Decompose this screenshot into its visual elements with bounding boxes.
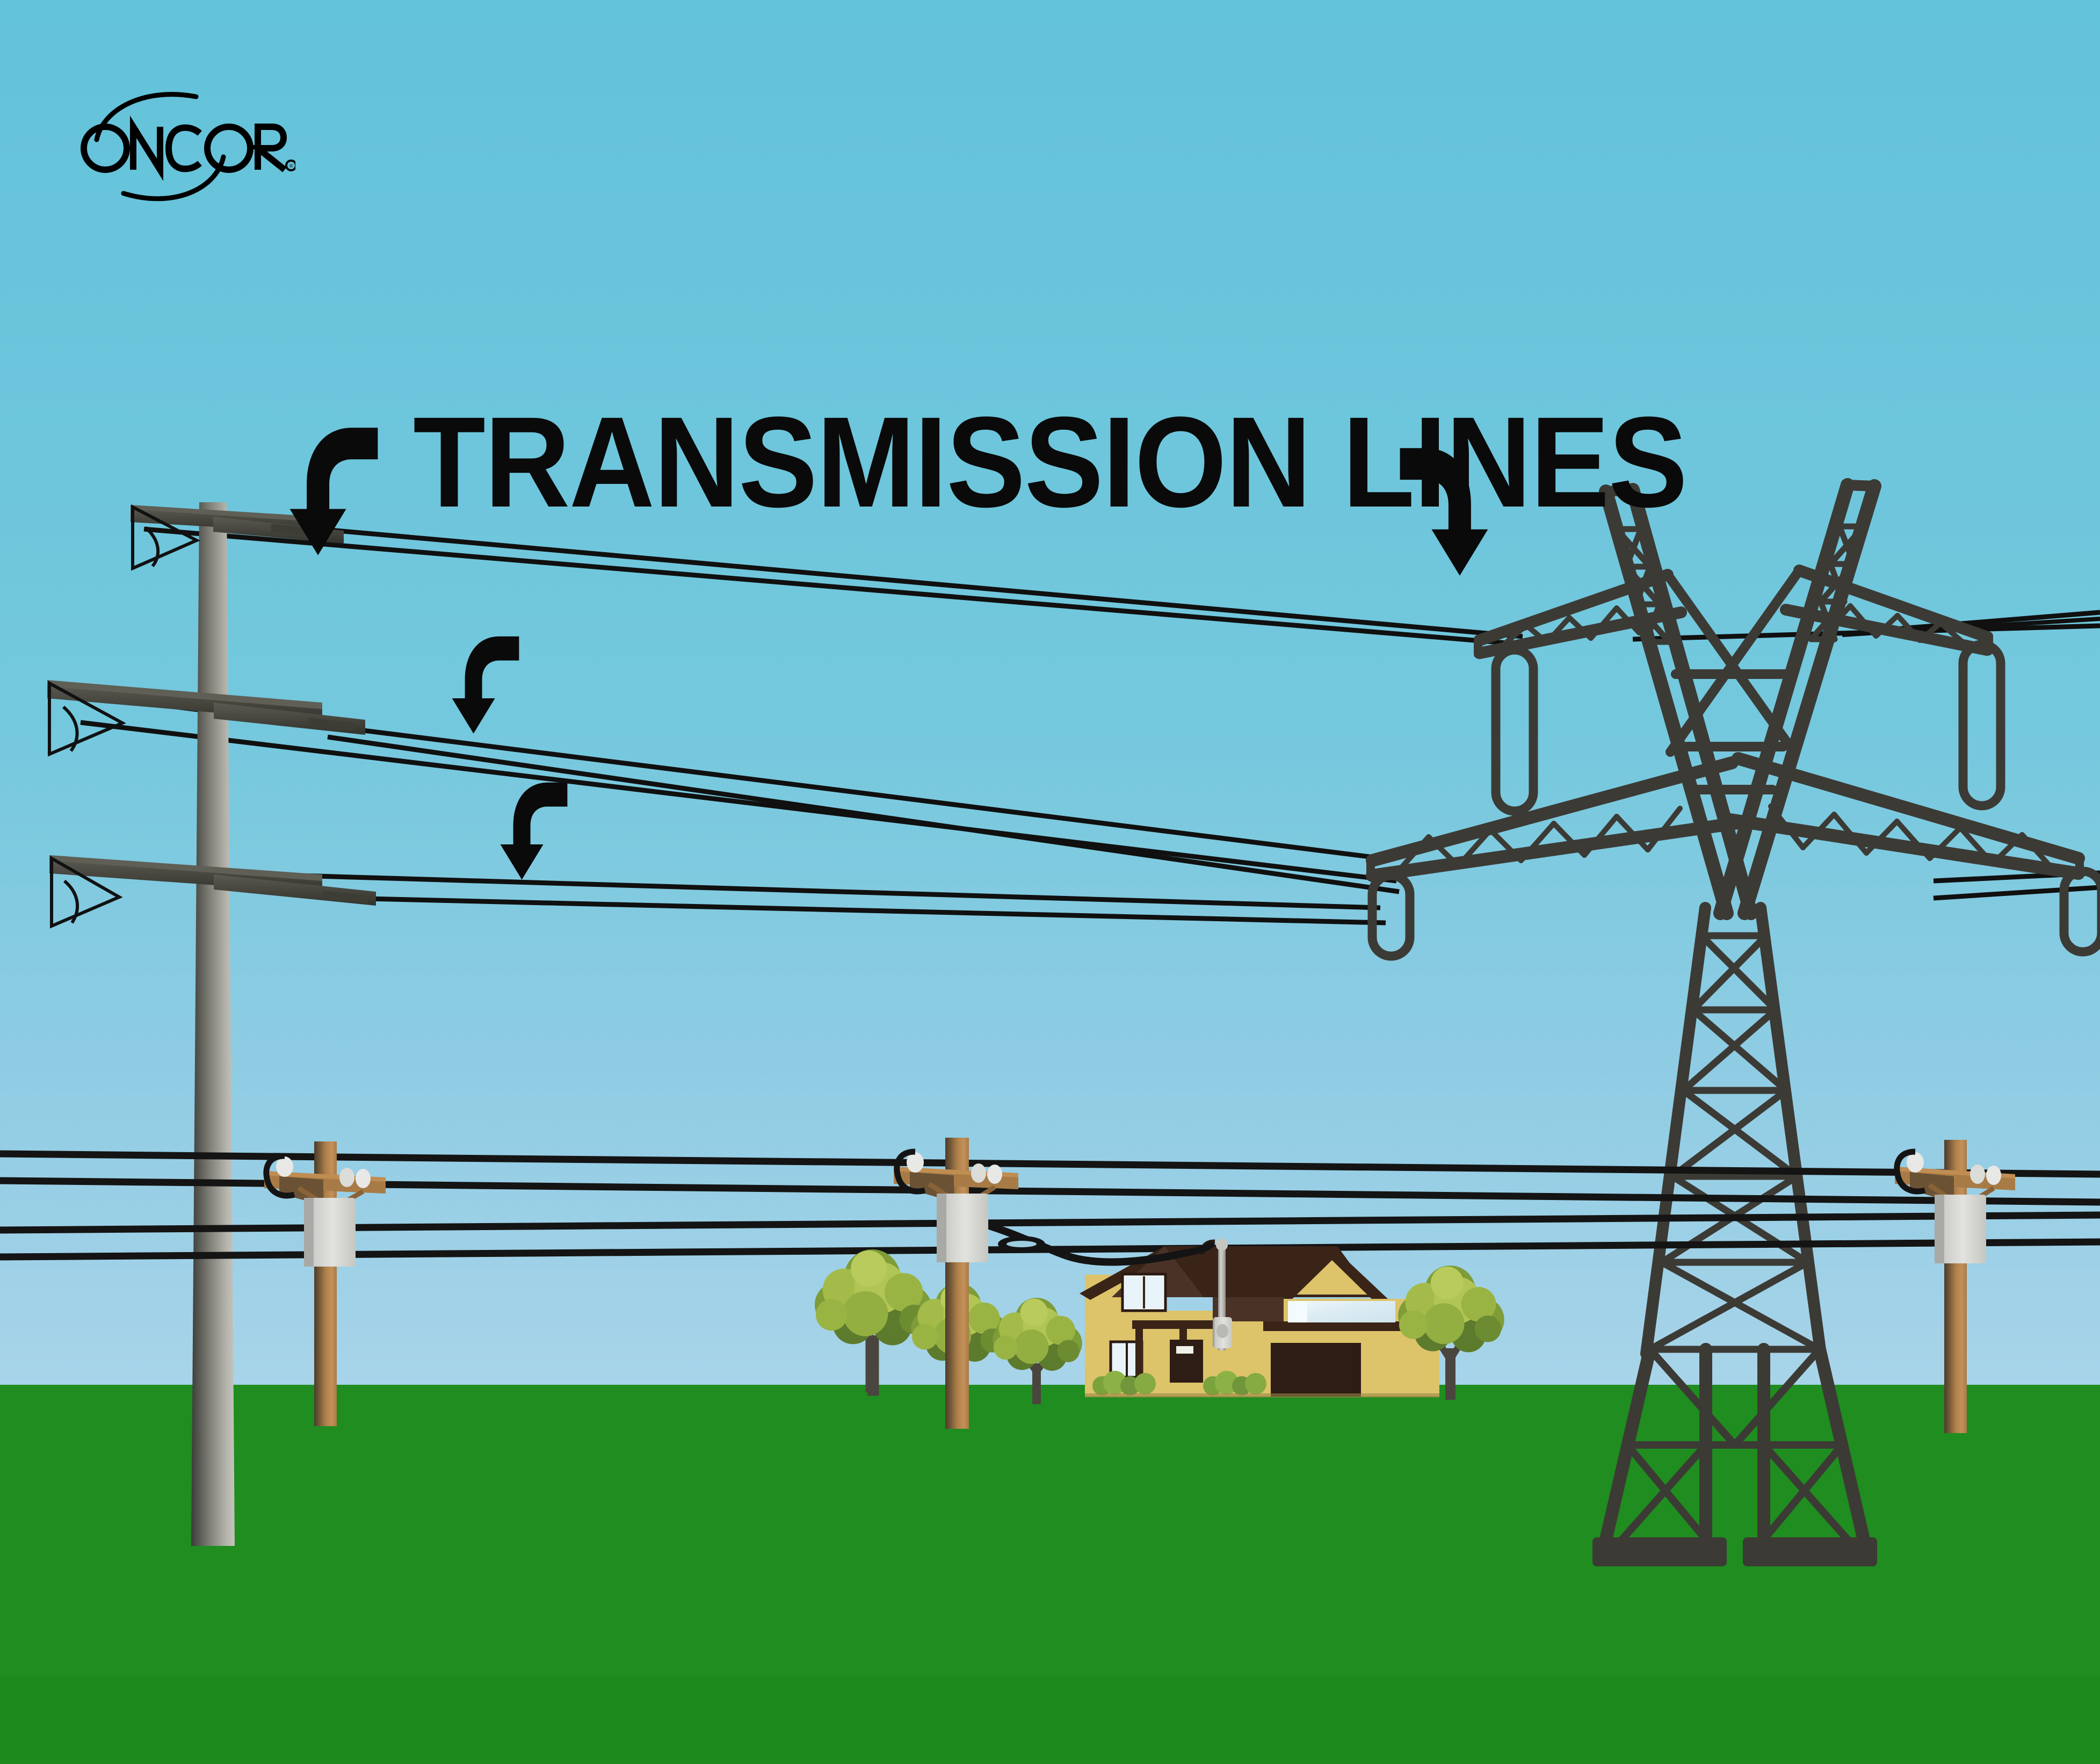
insulator-lower-left	[1367, 871, 1415, 961]
oncor-logo-mark: ®	[81, 92, 295, 201]
tree	[993, 1298, 1082, 1404]
logo-letter-R	[248, 124, 287, 172]
logo-letter-O2	[204, 124, 254, 173]
tree-right-of-house	[1398, 1266, 1504, 1400]
transmission-monopole	[47, 502, 376, 1546]
grass-foreground-band	[0, 1676, 2100, 1764]
logo-swoosh-top	[94, 92, 199, 142]
distribution-pole-left	[263, 1141, 386, 1426]
tower-insulator-strings	[1367, 640, 2100, 961]
logo-letter-O1	[81, 124, 130, 173]
oncor-logo[interactable]: ®	[64, 81, 295, 215]
logo-letter-C	[165, 124, 202, 172]
logo-letter-N	[130, 115, 163, 181]
monopole-crossarm-middle	[47, 680, 365, 757]
distribution-pole-right	[1894, 1140, 2015, 1433]
tree	[1398, 1266, 1504, 1400]
house	[1080, 1239, 1440, 1398]
monopole-crossarm-bottom	[49, 855, 376, 929]
house-shrubs	[1092, 1371, 1266, 1396]
insulator-lower-right	[2059, 866, 2100, 957]
distribution-pole-center	[894, 1138, 1018, 1429]
monopole-crossarm-top	[131, 504, 344, 571]
insulator-upper-left	[1491, 645, 1538, 816]
tree	[814, 1249, 932, 1396]
logo-registered-icon	[285, 160, 295, 171]
logo-registered-glyph: ®	[289, 163, 293, 169]
lattice-transmission-tower	[1366, 478, 2085, 1566]
insulator-upper-right	[1958, 640, 2005, 811]
